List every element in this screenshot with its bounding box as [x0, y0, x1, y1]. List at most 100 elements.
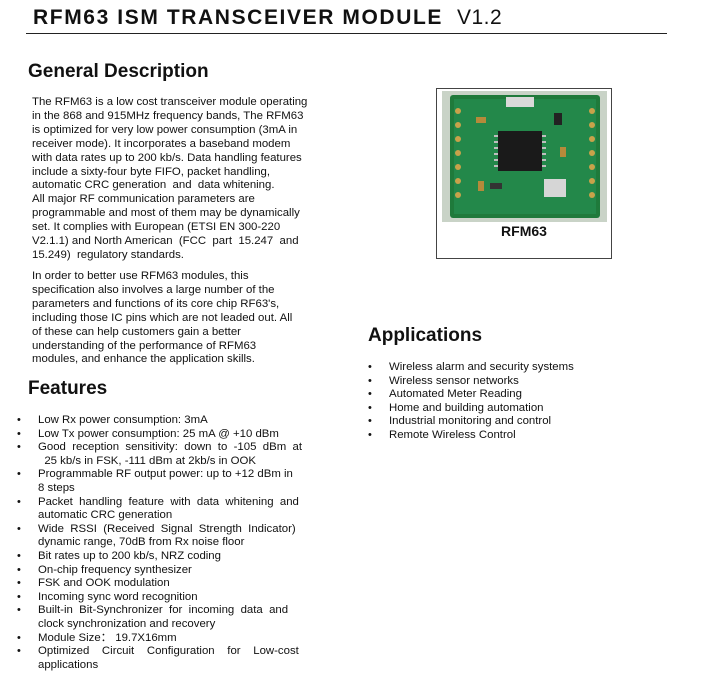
module-figure: RFM63: [436, 88, 612, 259]
list-item-text: Bit rates up to 200 kb/s, NRZ coding: [38, 549, 221, 562]
list-item-text: Optimized Circuit Configuration for Low-…: [38, 645, 299, 658]
list-item-text: Good reception sensitivity: down to -105…: [38, 441, 303, 454]
features-heading: Features: [28, 378, 108, 399]
feature-item: automatic CRC generation: [38, 509, 302, 523]
paragraph-line: in the 868 and 915MHz frequency bands, T…: [32, 109, 304, 122]
feature-item: dynamic range, 70dB from Rx noise floor: [38, 536, 302, 550]
feature-item: • Wide RSSI (Received Signal Strength Ind…: [17, 522, 302, 537]
bullet-icon: •: [368, 374, 372, 387]
bullet-icon: •: [17, 590, 21, 603]
paragraph-line: set. It complies with European (ETSI EN …: [32, 221, 281, 234]
bullet-icon: •: [17, 631, 21, 644]
list-item-text: Module Size： 19.7X16mm: [38, 631, 177, 644]
bullet-icon: •: [17, 495, 21, 508]
list-item-text: On-chip frequency synthesizer: [38, 563, 192, 576]
feature-item: • Bit rates up to 200 kb/s, NRZ coding: [17, 549, 302, 564]
title-rule: [26, 33, 667, 34]
list-item-text: Remote Wireless Control: [389, 428, 516, 441]
list-item-text: clock synchronization and recovery: [38, 617, 216, 630]
module-photo: [442, 91, 607, 222]
module-figure-caption: RFM63: [501, 223, 547, 239]
bullet-icon: •: [368, 415, 372, 428]
list-item-text: FSK and OOK modulation: [38, 577, 170, 590]
list-item-text: Programmable RF output power: up to +12 …: [38, 468, 293, 481]
applications-list: • Wireless alarm and security systems • Wir…: [368, 361, 574, 443]
bullet-icon: •: [368, 401, 372, 414]
bullet-icon: •: [368, 428, 372, 441]
general-description-paragraph-1: The RFM63 is a low cost transceiver modu…: [32, 96, 307, 263]
list-item-text: Industrial monitoring and control: [389, 415, 552, 428]
list-item-text: Low Rx power consumption: 3mA: [38, 414, 208, 426]
applications-heading: Applications: [368, 325, 483, 346]
bullet-icon: •: [17, 604, 21, 617]
list-item-text: Automated Meter Reading: [389, 388, 522, 401]
feature-item: •Good reception sensitivity: down to -10…: [17, 441, 303, 455]
document-title: RFM63 ISM TRANSCEIVER MODULE V1.2: [33, 6, 502, 30]
features-list: • Low Rx power consumption: 3mA • Low Tx po…: [17, 414, 303, 673]
bullet-icon: •: [17, 549, 21, 562]
paragraph-line: include a sixty-four byte FIFO, packet h…: [32, 165, 271, 178]
bullet-icon: •: [17, 427, 21, 440]
list-item-text: applications: [38, 658, 99, 671]
list-item-text: Built-in Bit-Synchronizer for incoming d…: [38, 604, 289, 617]
list-item-text: Wide RSSI (Received Signal Strength Indi…: [38, 522, 296, 535]
feature-item: • On-chip frequency synthesizer: [17, 563, 302, 578]
title-text: RFM63 ISM TRANSCEIVER MODULE: [33, 6, 443, 29]
paragraph-line: specification also involves a large numb…: [32, 283, 275, 296]
feature-item: • FSK and OOK modulation: [17, 577, 302, 591]
paragraph-line: understanding of the performance of RFM6…: [32, 339, 257, 352]
list-item-text: Wireless alarm and security systems: [389, 361, 574, 373]
feature-item: applications: [38, 659, 302, 673]
list-item-text: automatic CRC generation: [38, 509, 173, 522]
feature-item: 25 kb/s in FSK, -111 dBm at 2kb/s in OOK: [38, 455, 302, 469]
version-label: V1.2: [457, 6, 503, 29]
paragraph-line: All major RF communication parameters ar…: [32, 193, 255, 206]
application-item: • Home and building automation: [368, 401, 574, 416]
bullet-icon: •: [17, 563, 21, 576]
list-item-text: Packet handling feature with data whiten…: [38, 495, 299, 508]
general-description-heading: General Description: [28, 61, 209, 82]
bullet-icon: •: [17, 522, 21, 535]
feature-item: • Programmable RF output power: up to +12…: [17, 468, 302, 482]
list-item-text: Home and building automation: [389, 401, 544, 414]
bullet-icon: •: [368, 361, 372, 373]
list-item-text: Low Tx power consumption: 25 mA @ +10 dB…: [38, 427, 279, 440]
bullet-icon: •: [17, 577, 21, 590]
paragraph-line: 15.249) regulatory standards.: [32, 248, 184, 261]
paragraph-line: modules, and enhance the application ski…: [32, 353, 255, 366]
application-item: • Remote Wireless Control: [368, 428, 574, 443]
feature-item: • Low Tx power consumption: 25 mA @ +10 d…: [17, 427, 302, 442]
list-item-text: 8 steps: [38, 481, 75, 494]
feature-item: clock synchronization and recovery: [38, 618, 302, 632]
feature-item: • Built-in Bit-Synchronizer for incoming …: [17, 604, 302, 618]
bullet-icon: •: [17, 468, 21, 481]
bullet-icon: •: [17, 414, 21, 426]
list-item-text: Wireless sensor networks: [389, 374, 519, 387]
paragraph-line: parameters and functions of its core chi…: [32, 297, 280, 310]
application-item: • Automated Meter Reading: [368, 388, 574, 402]
application-item: • Wireless alarm and security systems: [368, 361, 574, 375]
paragraph-line: In order to better use RFM63 modules, th…: [32, 270, 249, 282]
paragraph-line: The RFM63 is a low cost transceiver modu…: [32, 96, 308, 108]
feature-item: • Packet handling feature with data white…: [17, 495, 302, 510]
paragraph-line: with data rates up to 200 kb/s. Data han…: [32, 151, 302, 164]
bullet-icon: •: [17, 645, 21, 658]
paragraph-line: V2.1.1) and North American (FCC part 15.…: [32, 235, 299, 248]
feature-item: • Incoming sync word recognition: [17, 590, 302, 605]
paragraph-line: of these can help customers gain a bette…: [32, 325, 241, 338]
paragraph-line: including those IC pins which are not le…: [32, 311, 293, 324]
feature-item: • Low Rx power consumption: 3mA: [17, 414, 302, 428]
paragraph-line: programmable and most of them may be dyn…: [32, 207, 300, 220]
feature-item: 8 steps: [38, 482, 302, 496]
general-description-paragraph-2: In order to better use RFM63 modules, th…: [32, 270, 292, 367]
list-item-text: Incoming sync word recognition: [38, 590, 198, 603]
paragraph-line: automatic CRC generation and data whiten…: [32, 179, 275, 192]
list-item-text: dynamic range, 70dB from Rx noise floor: [38, 536, 245, 549]
paragraph-line: is optimized for very low power consumpt…: [32, 123, 298, 136]
paragraph-line: receiver mode). It incorporates a baseba…: [32, 137, 291, 150]
list-item-text: 25 kb/s in FSK, -111 dBm at 2kb/s in OOK: [38, 454, 256, 467]
application-item: • Industrial monitoring and control: [368, 415, 574, 429]
bullet-icon: •: [368, 388, 372, 401]
feature-item: • Module Size： 19.7X16mm: [17, 631, 302, 646]
application-item: • Wireless sensor networks: [368, 374, 574, 389]
